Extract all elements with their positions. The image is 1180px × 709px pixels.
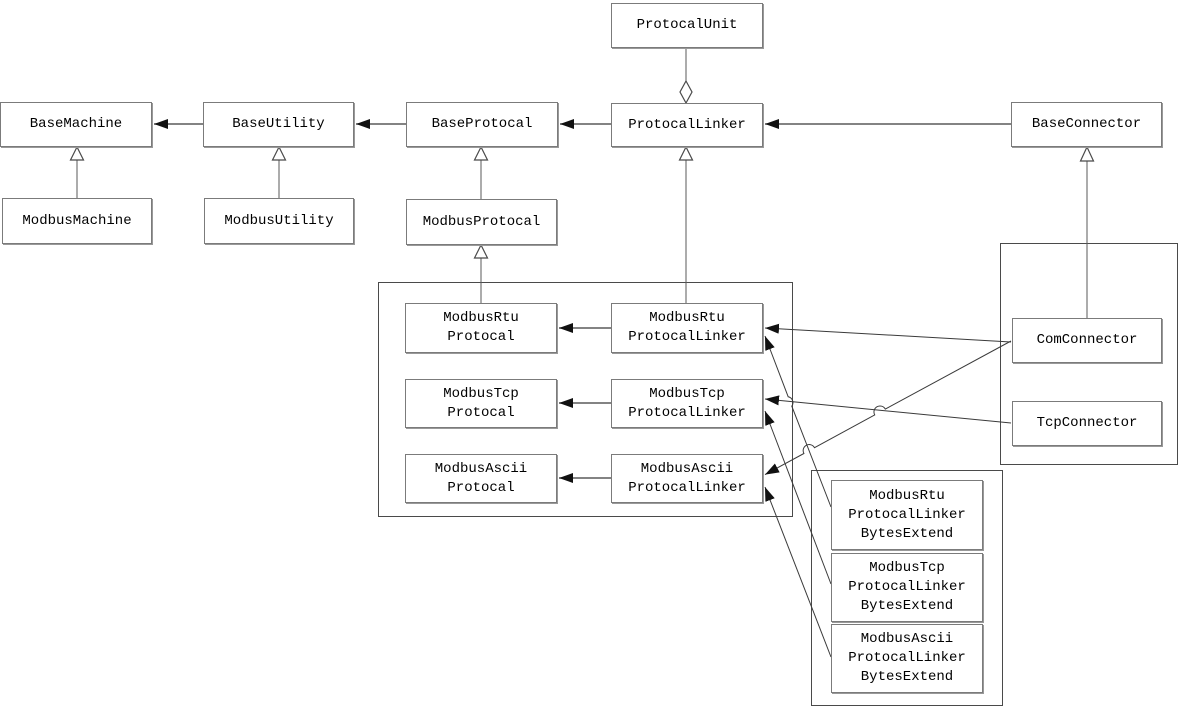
class-label: ModbusRtu (649, 310, 725, 326)
class-label: ProtocalLinker (628, 116, 746, 133)
inheritance-triangle-icon (271, 145, 287, 161)
class-box-modbus-machine: ModbusMachine (2, 198, 152, 244)
class-label: ProtocalLinker (628, 479, 746, 496)
class-label: BytesExtend (860, 598, 954, 614)
class-box-base-utility: BaseUtility (203, 102, 354, 147)
class-label: Protocal (447, 329, 515, 345)
class-label: ProtocalUnit (636, 17, 738, 33)
class-box-modbus-tcp-protocal-linker-bytes-extend: ModbusTcp ProtocalLinker BytesExtend (831, 553, 983, 622)
class-label: ModbusTcp (443, 385, 519, 402)
inheritance-triangle-icon (69, 145, 85, 161)
edge-tcpconnector-to-tcplinker (764, 395, 1012, 424)
class-label: Protocal (447, 479, 515, 496)
aggregation-diamond-icon (679, 79, 693, 105)
edge-comconnector-to-rtulinker (764, 323, 1012, 343)
class-label: BaseProtocal (431, 116, 533, 132)
class-box-base-machine: BaseMachine (0, 102, 152, 147)
class-box-modbus-protocal: ModbusProtocal (406, 199, 557, 245)
class-label: ModbusTcp (869, 560, 945, 576)
class-box-modbus-utility: ModbusUtility (204, 198, 354, 244)
class-label: Protocal (447, 404, 515, 421)
class-box-tcp-connector: TcpConnector (1012, 401, 1162, 446)
class-box-modbus-rtu-protocal: ModbusRtu Protocal (405, 303, 557, 353)
class-label: BaseUtility (232, 116, 325, 132)
class-label: ModbusRtu (869, 487, 945, 504)
class-label: ModbusAscii (434, 460, 528, 477)
class-label: ModbusMachine (22, 212, 132, 229)
class-label: ProtocalLinker (628, 329, 746, 345)
class-label: BaseConnector (1031, 116, 1142, 132)
class-box-protocal-linker: ProtocalLinker (611, 103, 763, 147)
class-box-com-connector: ComConnector (1012, 318, 1162, 363)
class-label: ModbusTcp (649, 385, 725, 402)
inheritance-triangle-icon (678, 145, 694, 161)
class-label: BaseMachine (29, 116, 123, 132)
class-box-base-connector: BaseConnector (1011, 102, 1162, 147)
inheritance-triangle-icon (1079, 145, 1095, 162)
class-box-modbus-tcp-protocal: ModbusTcp Protocal (405, 379, 557, 428)
class-label: TcpConnector (1036, 415, 1138, 431)
inheritance-triangle-icon (473, 145, 489, 161)
class-label: ModbusProtocal (422, 213, 541, 230)
class-box-modbus-rtu-protocal-linker: ModbusRtu ProtocalLinker (611, 303, 763, 353)
class-label: ProtocalLinker (848, 579, 966, 595)
class-label: ProtocalLinker (848, 506, 966, 523)
class-box-modbus-rtu-protocal-linker-bytes-extend: ModbusRtu ProtocalLinker BytesExtend (831, 480, 983, 550)
class-label: ModbusAscii (860, 631, 954, 647)
class-label: ProtocalLinker (848, 650, 966, 666)
class-label: ProtocalLinker (628, 404, 746, 421)
class-box-modbus-ascii-protocal-linker-bytes-extend: ModbusAscii ProtocalLinker BytesExtend (831, 624, 983, 693)
class-box-modbus-tcp-protocal-linker: ModbusTcp ProtocalLinker (611, 379, 763, 428)
inheritance-triangle-icon (473, 243, 489, 259)
class-label: BytesExtend (860, 669, 954, 685)
class-label: ComConnector (1036, 332, 1138, 348)
class-label: ModbusRtu (443, 310, 519, 326)
class-box-modbus-ascii-protocal-linker: ModbusAscii ProtocalLinker (611, 454, 763, 503)
edge-comconnector-to-asciilinker (764, 340, 1012, 476)
class-box-modbus-ascii-protocal: ModbusAscii Protocal (405, 454, 557, 503)
class-box-protocal-unit: ProtocalUnit (611, 3, 763, 48)
class-label: BytesExtend (860, 525, 954, 542)
class-box-base-protocal: BaseProtocal (406, 102, 558, 147)
class-label: ModbusUtility (224, 212, 334, 229)
class-label: ModbusAscii (640, 460, 734, 477)
